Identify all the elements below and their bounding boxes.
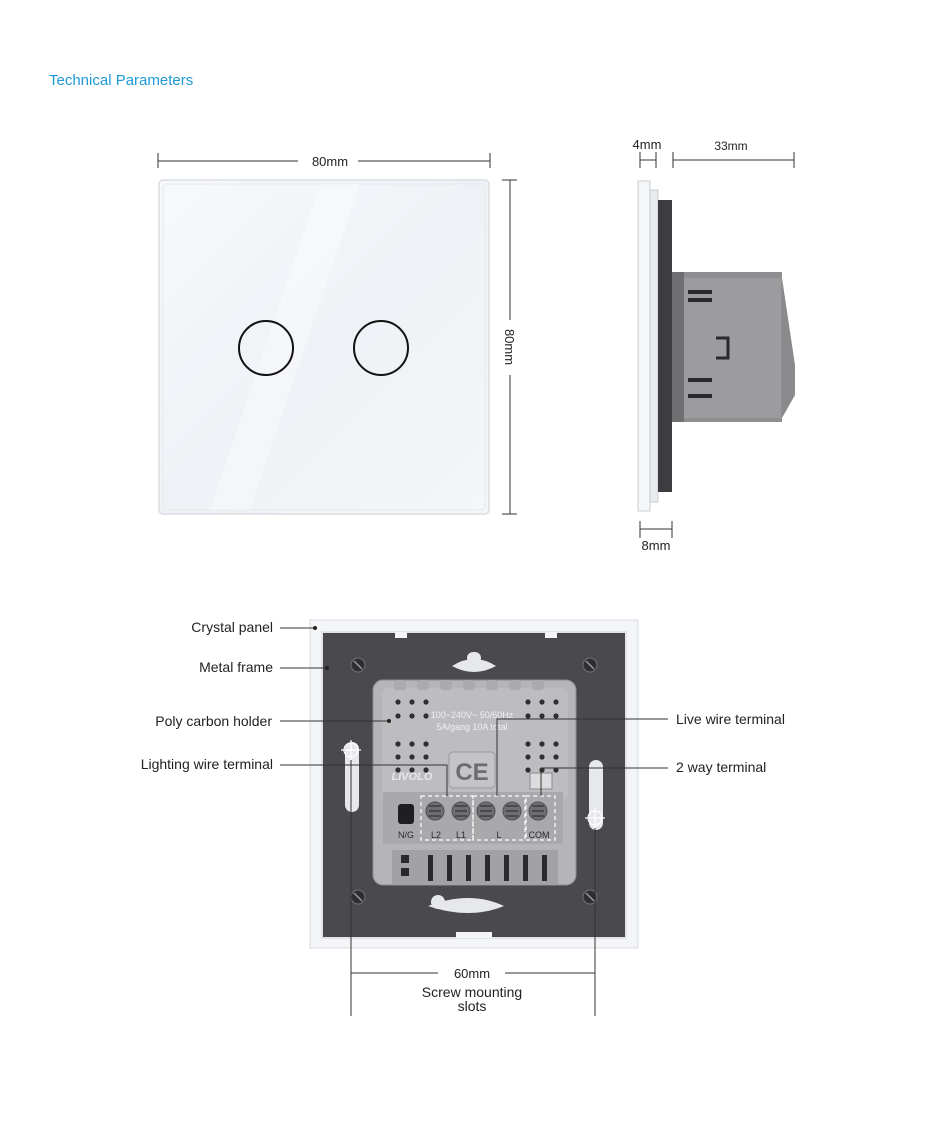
side-panel-dimension xyxy=(639,521,673,538)
side-view: 4mm 33mm 8mm xyxy=(633,137,795,553)
callouts xyxy=(280,627,668,796)
terminal-label-l2: L2 xyxy=(431,830,441,840)
vent-hole xyxy=(423,741,429,747)
vent-hole xyxy=(409,754,415,760)
vent-hole xyxy=(525,754,531,760)
vent-hole xyxy=(423,767,429,773)
side-depth-label: 33mm xyxy=(714,139,747,153)
callout-live-wire-terminal: Live wire terminal xyxy=(676,711,785,727)
vent-hole xyxy=(525,741,531,747)
vent-hole xyxy=(423,699,429,705)
terminal-label-l1: L1 xyxy=(456,830,466,840)
vent-hole xyxy=(395,713,401,719)
callout-lighting-wire-terminal: Lighting wire terminal xyxy=(141,756,273,772)
vent-hole xyxy=(553,699,559,705)
back-view: 100~240V~ 50/60Hz 5A/gang 10A total CE L… xyxy=(309,619,639,949)
side-panel-label: 8mm xyxy=(642,538,671,553)
vent-hole xyxy=(395,754,401,760)
module-rating-line1: 100~240V~ 50/60Hz xyxy=(431,710,514,720)
terminal-label-l: L xyxy=(496,830,501,840)
callout-metal-frame: Metal frame xyxy=(199,659,273,675)
terminal-label-ng: N/G xyxy=(398,830,414,840)
vent-hole xyxy=(539,699,545,705)
vent-hole xyxy=(423,713,429,719)
vent-hole xyxy=(395,767,401,773)
vent-hole xyxy=(409,741,415,747)
live-terminal-group xyxy=(472,795,526,841)
touch-button-left xyxy=(238,320,294,376)
ce-mark: CE xyxy=(455,759,488,786)
terminal-label-com: COM xyxy=(529,830,550,840)
vent-hole xyxy=(423,754,429,760)
screw-spacing-dimension xyxy=(350,760,596,1016)
front-width-label: 80mm xyxy=(312,154,348,169)
callout-poly-carbon-holder: Poly carbon holder xyxy=(155,713,272,729)
front-width-dimension xyxy=(157,153,491,168)
vent-hole xyxy=(409,699,415,705)
vent-hole xyxy=(553,713,559,719)
screw-slot-right xyxy=(585,808,605,828)
screw-spacing-label: 60mm xyxy=(454,966,490,981)
vent-hole xyxy=(539,741,545,747)
page-title: Technical Parameters xyxy=(49,72,194,89)
vent-hole xyxy=(553,767,559,773)
brand-logo: LIVOLO xyxy=(392,771,433,783)
front-view: 80mm 80mm xyxy=(157,153,517,515)
side-glass-panel xyxy=(637,180,651,512)
vent-hole xyxy=(525,713,531,719)
side-frame-dimension xyxy=(639,152,657,168)
screw-slots-label-line1: Screw mounting xyxy=(422,984,522,1000)
vent-hole xyxy=(409,713,415,719)
callout-two-way-terminal: 2 way terminal xyxy=(676,759,766,775)
vent-hole xyxy=(539,713,545,719)
vent-hole xyxy=(553,754,559,760)
side-frame-label: 4mm xyxy=(633,137,662,152)
screw-slots-label-line2: slots xyxy=(458,998,487,1014)
front-height-label: 80mm xyxy=(502,329,517,365)
module-rating-line2: 5A/gang 10A total xyxy=(436,722,507,732)
vent-hole xyxy=(539,754,545,760)
vent-hole xyxy=(395,741,401,747)
vent-hole xyxy=(525,699,531,705)
screw-slot-left xyxy=(341,740,361,760)
touch-button-right xyxy=(353,320,409,376)
vent-hole xyxy=(525,767,531,773)
vent-hole xyxy=(409,767,415,773)
front-height-dimension xyxy=(502,179,517,515)
callout-crystal-panel: Crystal panel xyxy=(191,619,273,635)
side-depth-dimension xyxy=(672,152,795,168)
vent-hole xyxy=(553,741,559,747)
neutral-terminal xyxy=(398,804,414,824)
vent-hole xyxy=(395,699,401,705)
crystal-panel-front xyxy=(158,179,490,515)
